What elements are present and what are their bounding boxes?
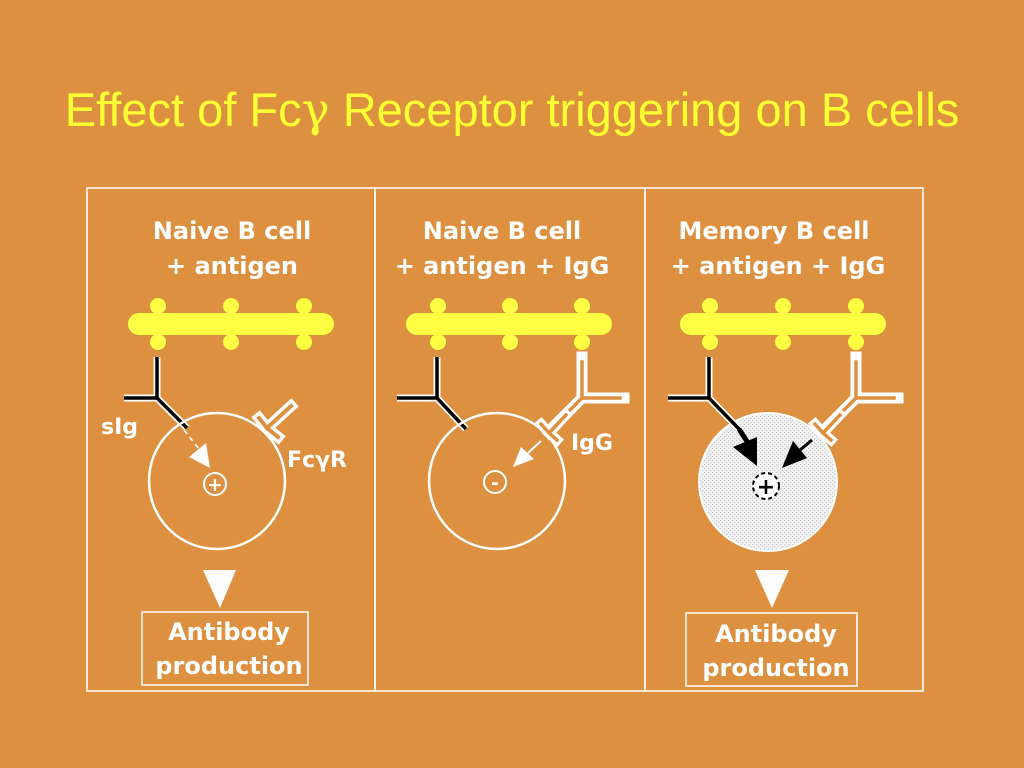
sig-receptor-icon xyxy=(397,357,469,432)
panel-memory-antigen-igg: Memory B cell + antigen + IgG + xyxy=(668,217,904,687)
sig-receptor-icon xyxy=(124,357,210,468)
igg-fcgr-complex-icon xyxy=(782,351,904,468)
panel-2-signal: - xyxy=(491,472,499,494)
fcgr-receptor-icon xyxy=(251,398,299,445)
outcome-arrow-icon xyxy=(203,570,236,608)
panel-1-outcome-line2: production xyxy=(155,652,302,680)
panel-1-signal: + xyxy=(207,474,223,496)
panel-1-heading-line1: Naive B cell xyxy=(153,217,311,245)
igg-label: IgG xyxy=(571,431,613,456)
fcgr-label: FcγR xyxy=(287,448,347,473)
plus-signal-icon: + xyxy=(752,472,780,500)
panel-2-heading-line2: + antigen + IgG xyxy=(395,252,610,280)
igg-fcgr-complex-icon xyxy=(513,351,630,467)
panel-naive-antigen-igg: Naive B cell + antigen + IgG - IgG xyxy=(395,217,630,551)
panel-1-heading-line2: + antigen xyxy=(166,252,298,280)
panel-3-signal: + xyxy=(757,475,775,500)
antibody-production-box-2 xyxy=(685,612,858,687)
antigen-icon xyxy=(680,298,886,350)
sig-receptor-icon xyxy=(668,357,757,466)
plus-signal-icon: + xyxy=(203,472,227,496)
antibody-production-box-1 xyxy=(141,611,309,686)
outcome-arrow-icon xyxy=(755,570,789,608)
panel-3-outcome-line2: production xyxy=(702,654,849,682)
panel-frame-3 xyxy=(644,187,924,692)
antigen-icon xyxy=(406,298,612,350)
panel-3-outcome-line1: Antibody xyxy=(715,620,837,648)
naive-b-cell-circle xyxy=(147,411,287,551)
panel-naive-antigen: Naive B cell + antigen + sIg FcγR Anti xyxy=(101,217,347,686)
panel-3-heading-line1: Memory B cell xyxy=(678,217,869,245)
slide-title: Effect of Fcγ Receptor triggering on B c… xyxy=(0,82,1024,138)
title-text-suffix: Receptor triggering on B cells xyxy=(329,83,960,136)
panel-3-heading-line2: + antigen + IgG xyxy=(671,252,886,280)
panel-2-heading-line1: Naive B cell xyxy=(423,217,581,245)
naive-b-cell-circle xyxy=(427,411,567,551)
sig-label: sIg xyxy=(101,415,138,440)
minus-signal-icon: - xyxy=(483,470,507,494)
title-text-prefix: Effect of Fc xyxy=(64,83,302,136)
panel-1-outcome-line1: Antibody xyxy=(168,618,290,646)
title-gamma-symbol: γ xyxy=(301,83,330,138)
antigen-icon xyxy=(128,298,334,350)
